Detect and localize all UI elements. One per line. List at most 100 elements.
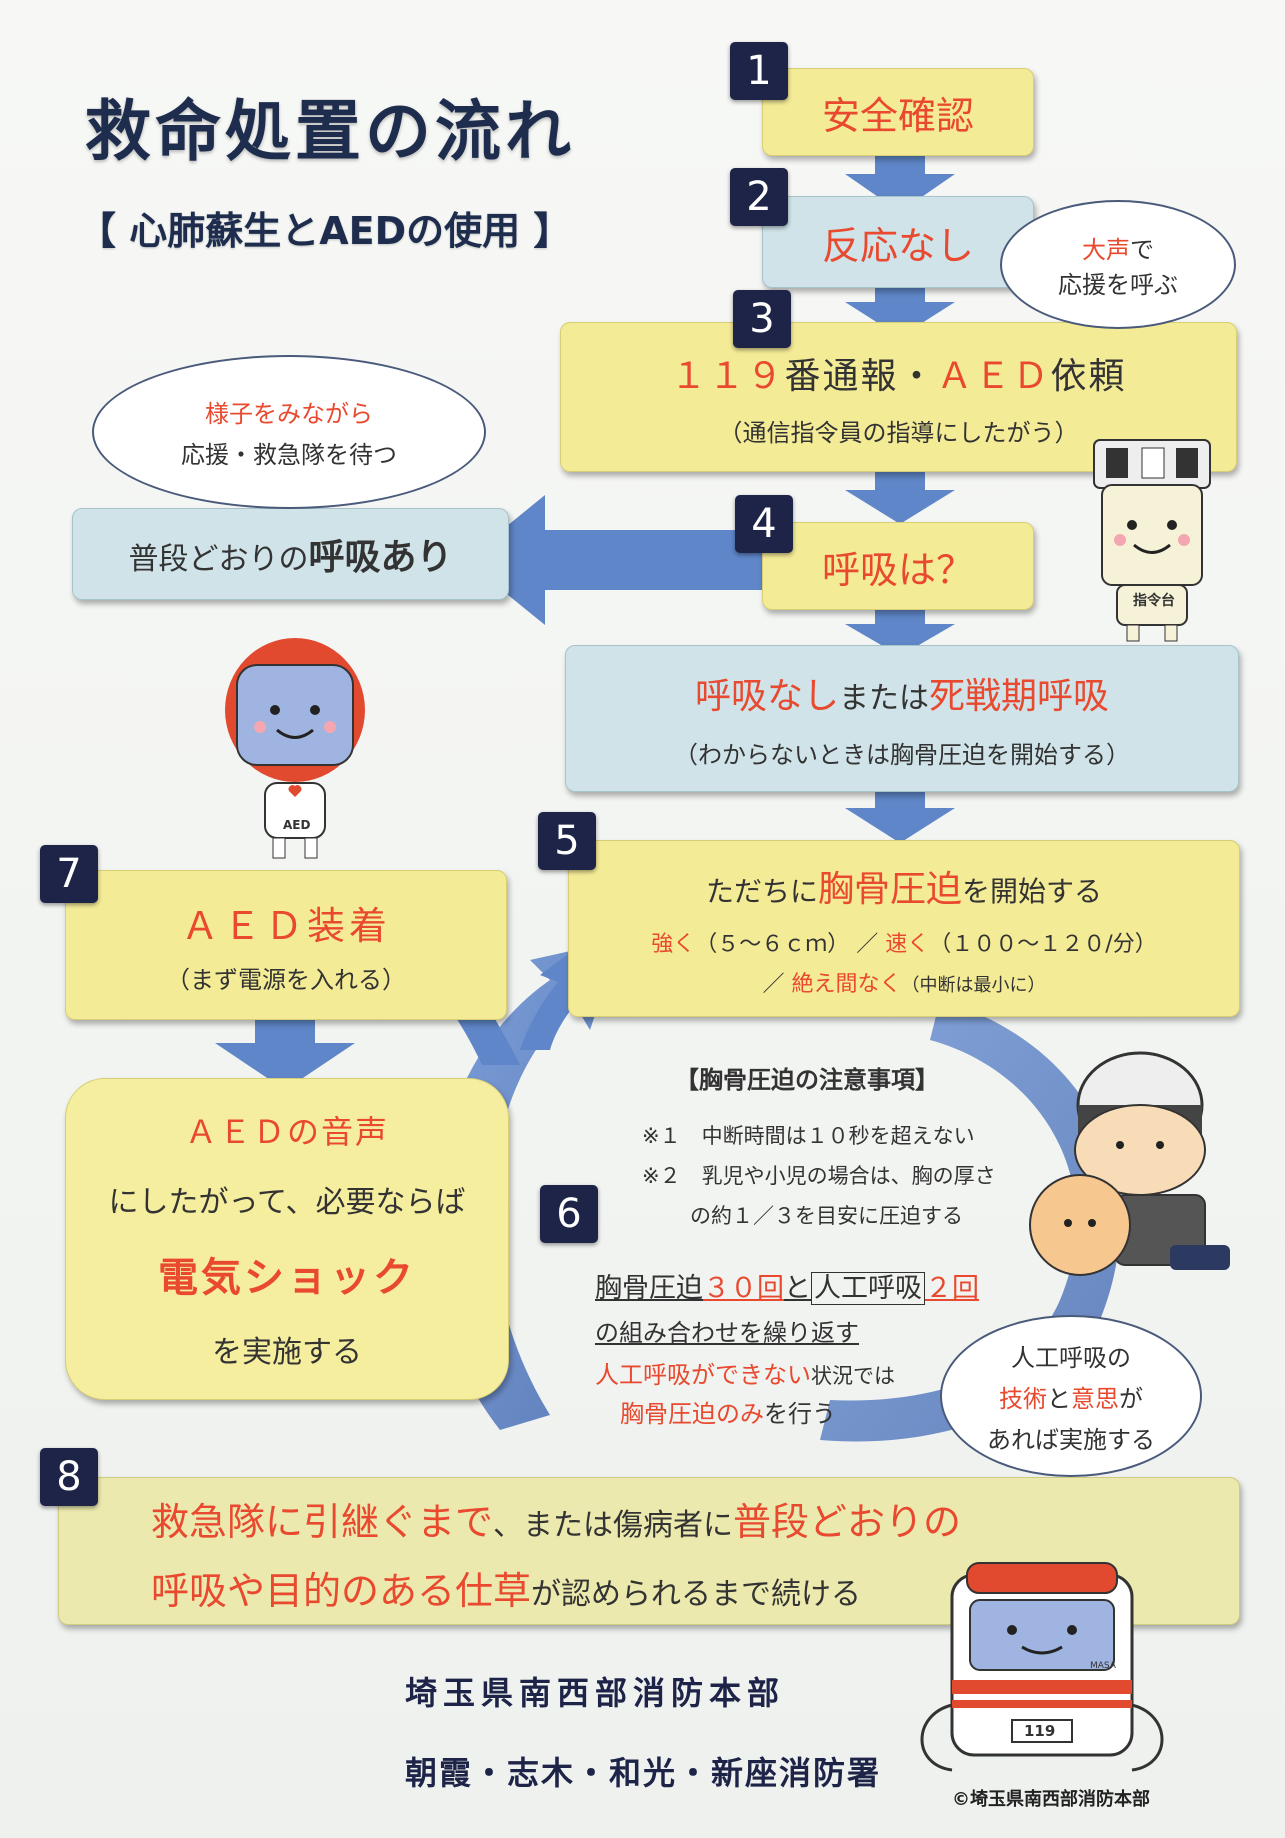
step-6-line-3: 人工呼吸ができない状況では (595, 1355, 895, 1390)
step-5-continuous: 絶え間なく (791, 971, 902, 997)
step-8-red-2: 普段どおりの (733, 1500, 962, 1544)
step-7-label: ＡＥＤ装着 (180, 904, 391, 948)
step-3-end: 依頼 (1050, 355, 1127, 397)
step-1-label: 安全確認 (821, 93, 974, 138)
arrow-down-7-voice (215, 1015, 355, 1090)
truck-sign: MASA (1090, 1661, 1116, 1671)
no-breath-red-2: 死戦期呼吸 (929, 676, 1110, 717)
arrow-down-nobreath-5 (845, 788, 955, 843)
bubble-1-l1: で (1130, 235, 1154, 264)
step-1-box: 安全確認 (762, 68, 1034, 156)
aed-voice-l3: 電気ショック (158, 1255, 416, 1301)
step-6-situation: 状況では (811, 1364, 895, 1388)
step-7-box: ＡＥＤ装着 （まず電源を入れる） (65, 870, 507, 1020)
no-breath-red-1: 呼吸なし (694, 676, 839, 717)
bubble-3-ga: が (1119, 1384, 1143, 1413)
step-5-strong: 強く (651, 931, 696, 957)
page-title: 救命処置の流れ (85, 93, 575, 170)
normal-breathing-box: 普段どおりの呼吸あり (72, 508, 509, 600)
bubble-3-will: 意思 (1071, 1384, 1119, 1413)
step-1-badge: 1 (730, 42, 788, 100)
step-5-box: ただちに胸骨圧迫を開始する 強く（５～６ｃｍ） ／ 速く（１００～１２０/分） … (568, 840, 1240, 1017)
step-6-30: ３０回 (703, 1273, 784, 1304)
normal-breath-bold: 呼吸あり (308, 537, 453, 578)
step-6-cannot: 人工呼吸ができない (595, 1361, 811, 1389)
truck-plate: 119 (1024, 1722, 1056, 1740)
step-4-label: 呼吸は？ (821, 547, 974, 592)
step-6-2: ２回 (925, 1273, 979, 1304)
step-6-line-2: の組み合わせを繰り返す (595, 1319, 859, 1347)
step-5-slash: ／ (762, 971, 792, 997)
step-8-mid: 、または傷病者に (493, 1508, 734, 1543)
step-2-badge: 2 (730, 168, 788, 226)
aed-character-label: AED (283, 818, 311, 832)
step-8-red-1: 救急隊に引継ぐまで (151, 1500, 494, 1544)
step-2-box: 反応なし (762, 196, 1034, 288)
step-6-line-4: 胸骨圧迫のみを行う (620, 1394, 836, 1429)
step-6-only: 胸骨圧迫のみ (620, 1400, 764, 1428)
step-5-minimal: （中断は最小に） (901, 974, 1046, 996)
step-6-badge: 6 (540, 1185, 598, 1243)
step-5-fast: 速く (885, 931, 930, 957)
step-4-box: 呼吸は？ (762, 522, 1034, 610)
arrow-down-4-nobreath (845, 608, 955, 656)
step-2-label: 反応なし (821, 223, 974, 268)
dispatcher-label: 指令台 (1133, 593, 1175, 609)
aed-character (225, 638, 365, 859)
bubble-2-l2: 応援・救急隊を待つ (181, 441, 397, 469)
bubble-rescue-breath: 人工呼吸の 技術と意思が あれば実施する (940, 1315, 1202, 1477)
rescuer-character (1029, 1051, 1230, 1276)
step-5-post: を開始する (962, 874, 1103, 908)
step-7-sub: （まず電源を入れる） (166, 966, 406, 994)
arrow-down-2-3 (845, 282, 955, 337)
normal-breath-plain: 普段どおりの (128, 542, 309, 577)
no-breathing-box: 呼吸なしまたは死戦期呼吸 （わからないときは胸骨圧迫を開始する） (565, 645, 1239, 792)
copyright: ©埼玉県南西部消防本部 (952, 1789, 1150, 1810)
bubble-3-l1: 人工呼吸の (1011, 1343, 1131, 1372)
step-3-red-1: １１９ (670, 355, 785, 397)
note-2: ※２ 乳児や小児の場合は、胸の厚さ (642, 1164, 996, 1188)
arrow-left-normal-breath (465, 495, 775, 625)
bubble-1-red: 大声 (1082, 235, 1130, 264)
step-4-badge: 4 (735, 495, 793, 553)
no-breath-mid: または (839, 681, 929, 716)
step-6-do: を行う (764, 1400, 836, 1428)
step-5-pre: ただちに (705, 874, 818, 908)
bubble-1-l2: 応援を呼ぶ (1058, 270, 1178, 299)
bubble-3-and: と (1047, 1384, 1071, 1413)
step-6-breaths: 人工呼吸 (811, 1272, 925, 1305)
step-7-badge: 7 (40, 845, 98, 903)
note-1: ※１ 中断時間は１０秒を超えない (642, 1124, 975, 1148)
step-5-rate: （１００～１２０/分） (929, 931, 1157, 957)
step-5-red: 胸骨圧迫 (817, 868, 962, 910)
notes-title: 【胸骨圧迫の注意事項】 (675, 1066, 939, 1094)
step-3-sub: （通信指令員の指導にしたがう） (718, 418, 1079, 447)
step-3-mid: 番通報・ (784, 355, 937, 397)
step-8-red-3: 呼吸や目的のある仕草 (151, 1569, 532, 1613)
bubble-wait-for-help: 様子をみながら 応援・救急隊を待つ (92, 355, 486, 509)
step-3-box: １１９番通報・ＡＥＤ依頼 （通信指令員の指導にしたがう） (560, 322, 1237, 472)
arrow-down-3-4 (845, 472, 955, 524)
dispatcher-character (1093, 439, 1211, 642)
arrow-down-1-2 (845, 152, 955, 212)
aed-voice-l2: にしたがって、必要ならば (108, 1185, 466, 1220)
footer-stations: 朝霞・志木・和光・新座消防署 (405, 1754, 882, 1792)
step-3-badge: 3 (733, 290, 791, 348)
step-8-end: が認められるまで続ける (531, 1577, 862, 1612)
footer-dept: 埼玉県南西部消防本部 (405, 1674, 786, 1712)
ambulance-character (920, 1562, 1164, 1772)
step-6-and: と (784, 1273, 811, 1304)
aed-voice-box: ＡＥＤの音声 にしたがって、必要ならば 電気ショック を実施する (65, 1078, 509, 1400)
bubble-3-l3: あれば実施する (987, 1425, 1155, 1454)
bubble-3-skill: 技術 (999, 1384, 1047, 1413)
step-3-red-2: ＡＥＤ (936, 355, 1051, 397)
aed-voice-l4: を実施する (212, 1335, 362, 1370)
aed-voice-l1: ＡＥＤの音声 (184, 1113, 389, 1151)
no-breath-sub: （わからないときは胸骨圧迫を開始する） (674, 741, 1130, 769)
note-2b: の約１／３を目安に圧迫する (690, 1204, 963, 1228)
bubble-call-for-help: 大声で 応援を呼ぶ (1000, 200, 1236, 329)
step-5-badge: 5 (538, 812, 596, 870)
step-8-badge: 8 (40, 1448, 98, 1506)
